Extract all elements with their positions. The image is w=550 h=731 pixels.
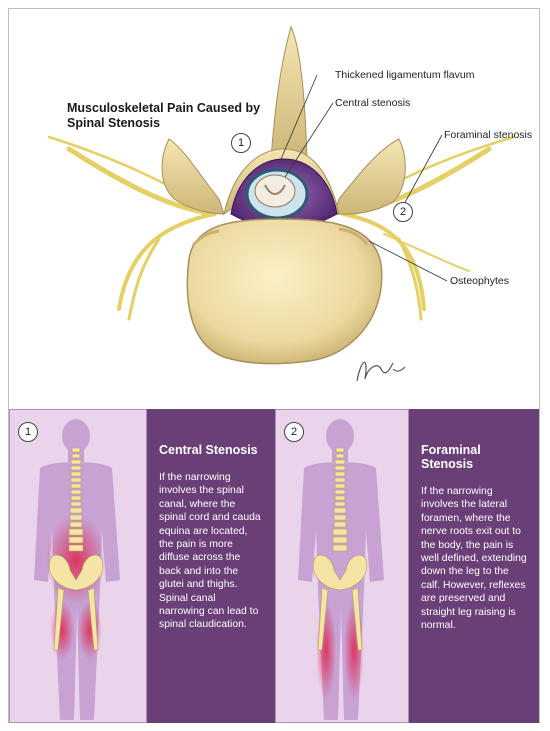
vertebra-illustration: Musculoskeletal Pain Caused by Spinal St… <box>9 9 539 409</box>
vertebral-body <box>186 218 383 365</box>
marker-1: 1 <box>231 133 251 153</box>
label-osteophytes: Osteophytes <box>450 275 509 287</box>
spinal-cord <box>254 174 296 208</box>
left-lamina <box>161 138 225 215</box>
figure-frame: Musculoskeletal Pain Caused by Spinal St… <box>8 8 540 723</box>
panel-1-text: Central Stenosis If the narrowing involv… <box>147 409 275 723</box>
marker-2: 2 <box>393 202 413 222</box>
label-foraminal-stenosis: Foraminal stenosis <box>444 129 533 141</box>
panel-1-figure: 1 <box>9 409 147 723</box>
panel-2-text: Foraminal Stenosis If the narrowing invo… <box>409 409 539 723</box>
signature <box>356 361 406 382</box>
panel-2-heading: Foraminal Stenosis <box>421 443 481 471</box>
figure-title: Musculoskeletal Pain Caused by Spinal St… <box>67 101 261 130</box>
panel-1-heading: Central Stenosis <box>159 443 258 457</box>
panel-2-number: 2 <box>284 422 304 442</box>
panel-2-figure: 2 <box>275 409 409 723</box>
body-silhouette-1 <box>34 419 120 720</box>
panel-2-body: If the narrowing involves the lateral fo… <box>421 486 527 632</box>
spinous-process <box>270 25 308 160</box>
right-lamina <box>333 138 406 215</box>
vertebra-drawing <box>47 25 516 382</box>
panel-1-number: 1 <box>18 422 38 442</box>
label-central-stenosis: Central stenosis <box>335 97 411 109</box>
body-silhouette-2 <box>298 419 384 720</box>
panel-1-body: If the narrowing involves the spinal can… <box>159 472 261 631</box>
label-ligamentum-flavum: Thickened ligamentum flavum <box>335 69 475 81</box>
